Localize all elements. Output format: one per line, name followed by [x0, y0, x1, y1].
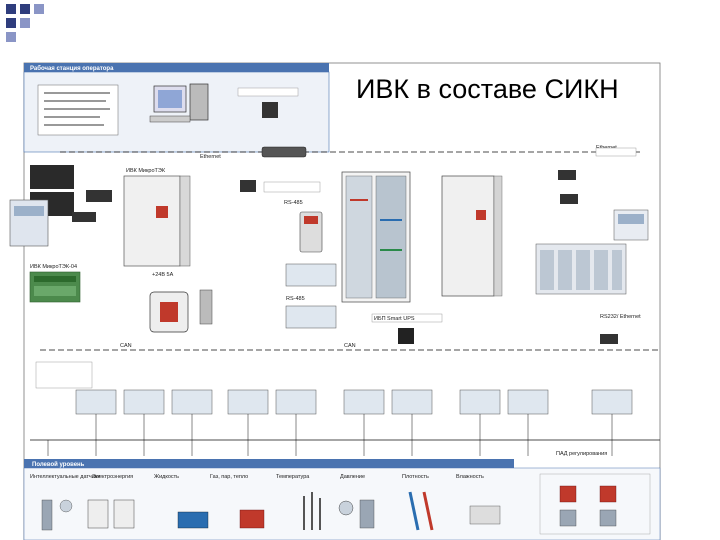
field-module	[171, 389, 213, 415]
rs232-label: RS232/ Ethernet	[600, 314, 641, 320]
switch-icon	[261, 146, 307, 158]
breaker-icon	[199, 289, 213, 325]
converter-icon-1	[86, 190, 112, 202]
transmitter-icon	[59, 499, 73, 513]
valve-icon-2	[599, 485, 617, 503]
field-col-1: Электроэнергия	[92, 474, 133, 480]
field-column-titles: Интеллектуальные датчики Электроэнергия …	[30, 474, 484, 480]
diagram-frame	[23, 62, 661, 540]
field-module	[591, 389, 633, 415]
can-label-2: CAN	[344, 343, 356, 349]
pad-label: ПАД регулирования	[556, 451, 607, 457]
ivk-micro-unit-1	[30, 165, 74, 189]
field-module	[275, 389, 317, 415]
keyboard-icon	[149, 115, 191, 123]
rs232-adapter-icon	[240, 180, 256, 192]
ups-icon	[262, 102, 278, 118]
slide-title: ИВК в составе СИКН	[356, 74, 619, 104]
field-module	[227, 389, 269, 415]
router-icon-3	[600, 334, 618, 344]
field-module	[391, 389, 433, 415]
can-note-box	[35, 361, 93, 389]
field-col-2: Жидкость	[154, 474, 179, 480]
pressure-sensor-icon	[359, 499, 375, 529]
field-module	[123, 389, 165, 415]
field-col-7: Влажность	[456, 474, 484, 480]
can-label-1: CAN	[120, 343, 132, 349]
pad-regulation-area	[539, 473, 651, 535]
valve-icon	[559, 485, 577, 503]
moisture-analyzer-icon	[469, 505, 501, 525]
decorative-squares	[6, 4, 76, 44]
field-header-bar	[24, 459, 514, 468]
io-module-2	[285, 305, 337, 329]
router-icon-2	[560, 194, 578, 204]
actuator-icon	[559, 509, 577, 527]
energy-meter-icon	[87, 499, 109, 529]
field-module	[459, 389, 501, 415]
ivk-cabinet	[123, 175, 181, 267]
io-module-1	[285, 263, 337, 287]
operator-header-bar	[24, 63, 329, 72]
ivk-micro-04-label: ИВК МикроТЭК-04	[30, 264, 77, 270]
converter-icon-2	[72, 212, 96, 222]
density-probe-icon	[408, 491, 420, 531]
rs485-label-2: RS-485	[286, 296, 305, 302]
field-header-text: Полевой уровень	[32, 461, 85, 468]
field-devices	[41, 473, 651, 535]
operator-header-text: Рабочая станция оператора	[30, 65, 114, 72]
ethernet-label-1: Ethernet	[200, 154, 221, 160]
closed-cabinet	[441, 175, 495, 297]
router-icon-1	[558, 170, 576, 180]
sensor-icon	[41, 499, 53, 531]
actuator-icon-2	[599, 509, 617, 527]
pc-tower-icon	[189, 83, 209, 121]
field-module	[75, 389, 117, 415]
field-col-4: Температура	[276, 474, 310, 480]
field-module	[343, 389, 385, 415]
field-module	[507, 389, 549, 415]
field-col-6: Плотность	[402, 474, 429, 480]
gas-meter-icon	[239, 509, 265, 529]
ups-small-icon	[398, 328, 414, 344]
field-col-3: Газ, пар, тепло	[210, 474, 248, 480]
ivk-cabinet-label: ИВК МикроТЭК	[126, 168, 166, 174]
field-col-0: Интеллектуальные датчики	[30, 474, 100, 480]
pressure-gauge-icon	[338, 500, 354, 516]
energy-meter-icon-2	[113, 499, 135, 529]
cabinet-indicator	[156, 206, 168, 218]
flowmeter-icon	[177, 511, 209, 529]
ups-label: ИБП Smart UPS	[374, 316, 415, 322]
field-drops	[47, 414, 613, 456]
field-col-5: Давление	[340, 474, 365, 480]
rs485-label-1: RS-485	[284, 200, 303, 206]
power-label: +24В 5А	[152, 272, 174, 278]
field-module-row	[75, 389, 633, 415]
